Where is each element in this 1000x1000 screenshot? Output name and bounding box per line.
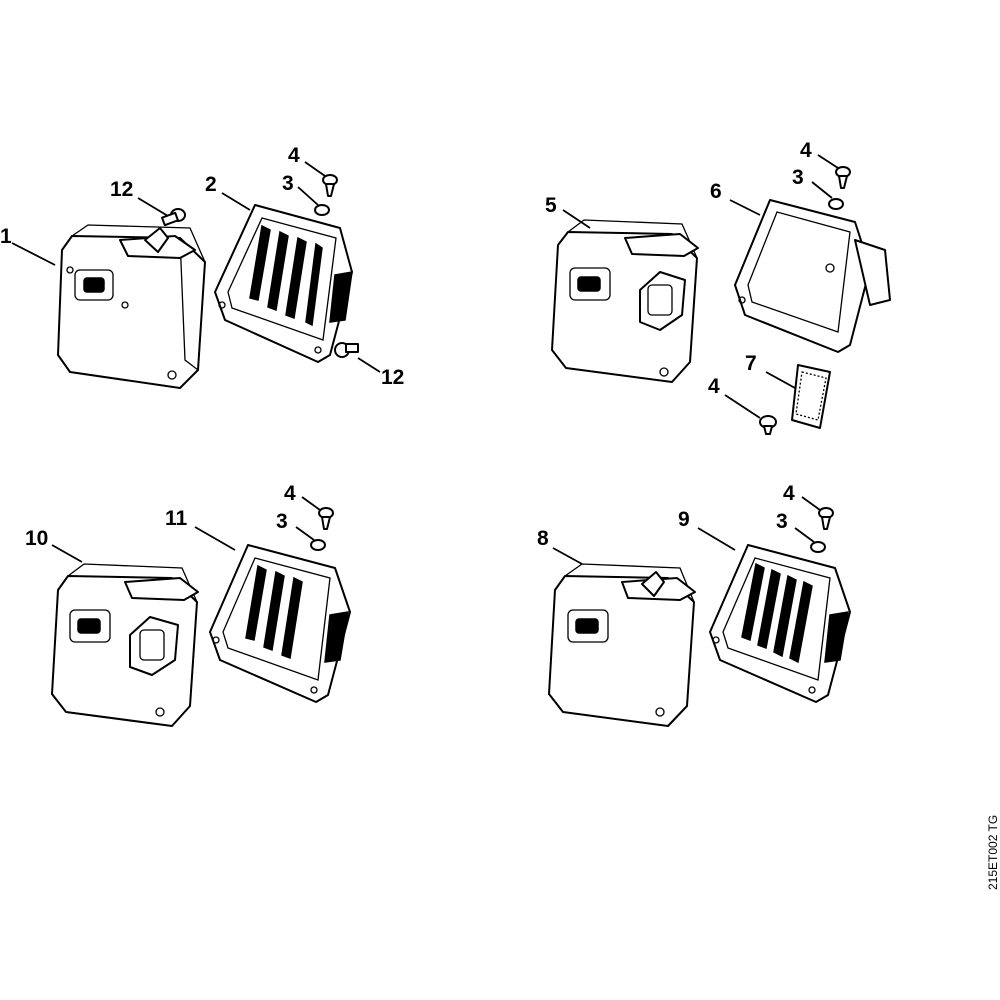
spark-arrestor-screen <box>791 364 831 429</box>
screw-icon <box>818 507 834 530</box>
callout-11: 11 <box>165 507 188 530</box>
callout-3: 3 <box>792 166 804 189</box>
washer-icon <box>828 198 844 210</box>
screw-icon <box>318 507 334 530</box>
callout-8: 8 <box>537 527 549 550</box>
callout-1: 1 <box>0 225 12 248</box>
assembly-bottom-right: 8 9 3 4 <box>537 482 851 727</box>
assembly-bottom-left: 10 11 3 4 <box>25 482 351 727</box>
callout-4: 4 <box>783 482 795 505</box>
drawing-reference: 215ET002 TG <box>986 815 1000 890</box>
muffler-cover <box>709 544 851 703</box>
callout-7: 7 <box>745 352 757 375</box>
callout-2: 2 <box>205 173 217 196</box>
callout-6: 6 <box>710 180 722 203</box>
muffler-cover <box>214 204 353 363</box>
assembly-top-left: 1 12 2 3 4 12 <box>0 144 404 389</box>
callout-4: 4 <box>284 482 296 505</box>
callout-9: 9 <box>678 508 690 531</box>
muffler-cover <box>734 199 891 353</box>
screw-icon <box>835 166 851 189</box>
callout-5: 5 <box>545 194 557 217</box>
washer-icon <box>810 541 826 553</box>
muffler-housing <box>548 563 696 727</box>
callout-4: 4 <box>708 375 720 398</box>
assembly-top-right: 5 6 3 4 7 4 <box>545 139 891 435</box>
callout-12: 12 <box>381 366 404 389</box>
screw-bolt-12-lower <box>334 342 359 358</box>
screw-icon <box>322 174 338 197</box>
muffler-cover <box>209 544 351 703</box>
callout-12: 12 <box>110 178 133 201</box>
callout-10: 10 <box>25 527 48 550</box>
screw-icon <box>759 415 777 435</box>
muffler-housing <box>551 219 699 383</box>
callout-3: 3 <box>776 510 788 533</box>
washer-icon <box>314 204 330 216</box>
washer-icon <box>310 539 326 551</box>
screw-bolt-12-upper <box>161 208 186 227</box>
callout-4: 4 <box>288 144 300 167</box>
callout-4: 4 <box>800 139 812 162</box>
callout-3: 3 <box>276 510 288 533</box>
callout-3: 3 <box>282 172 294 195</box>
muffler-housing <box>51 563 199 727</box>
muffler-housing <box>57 224 206 389</box>
